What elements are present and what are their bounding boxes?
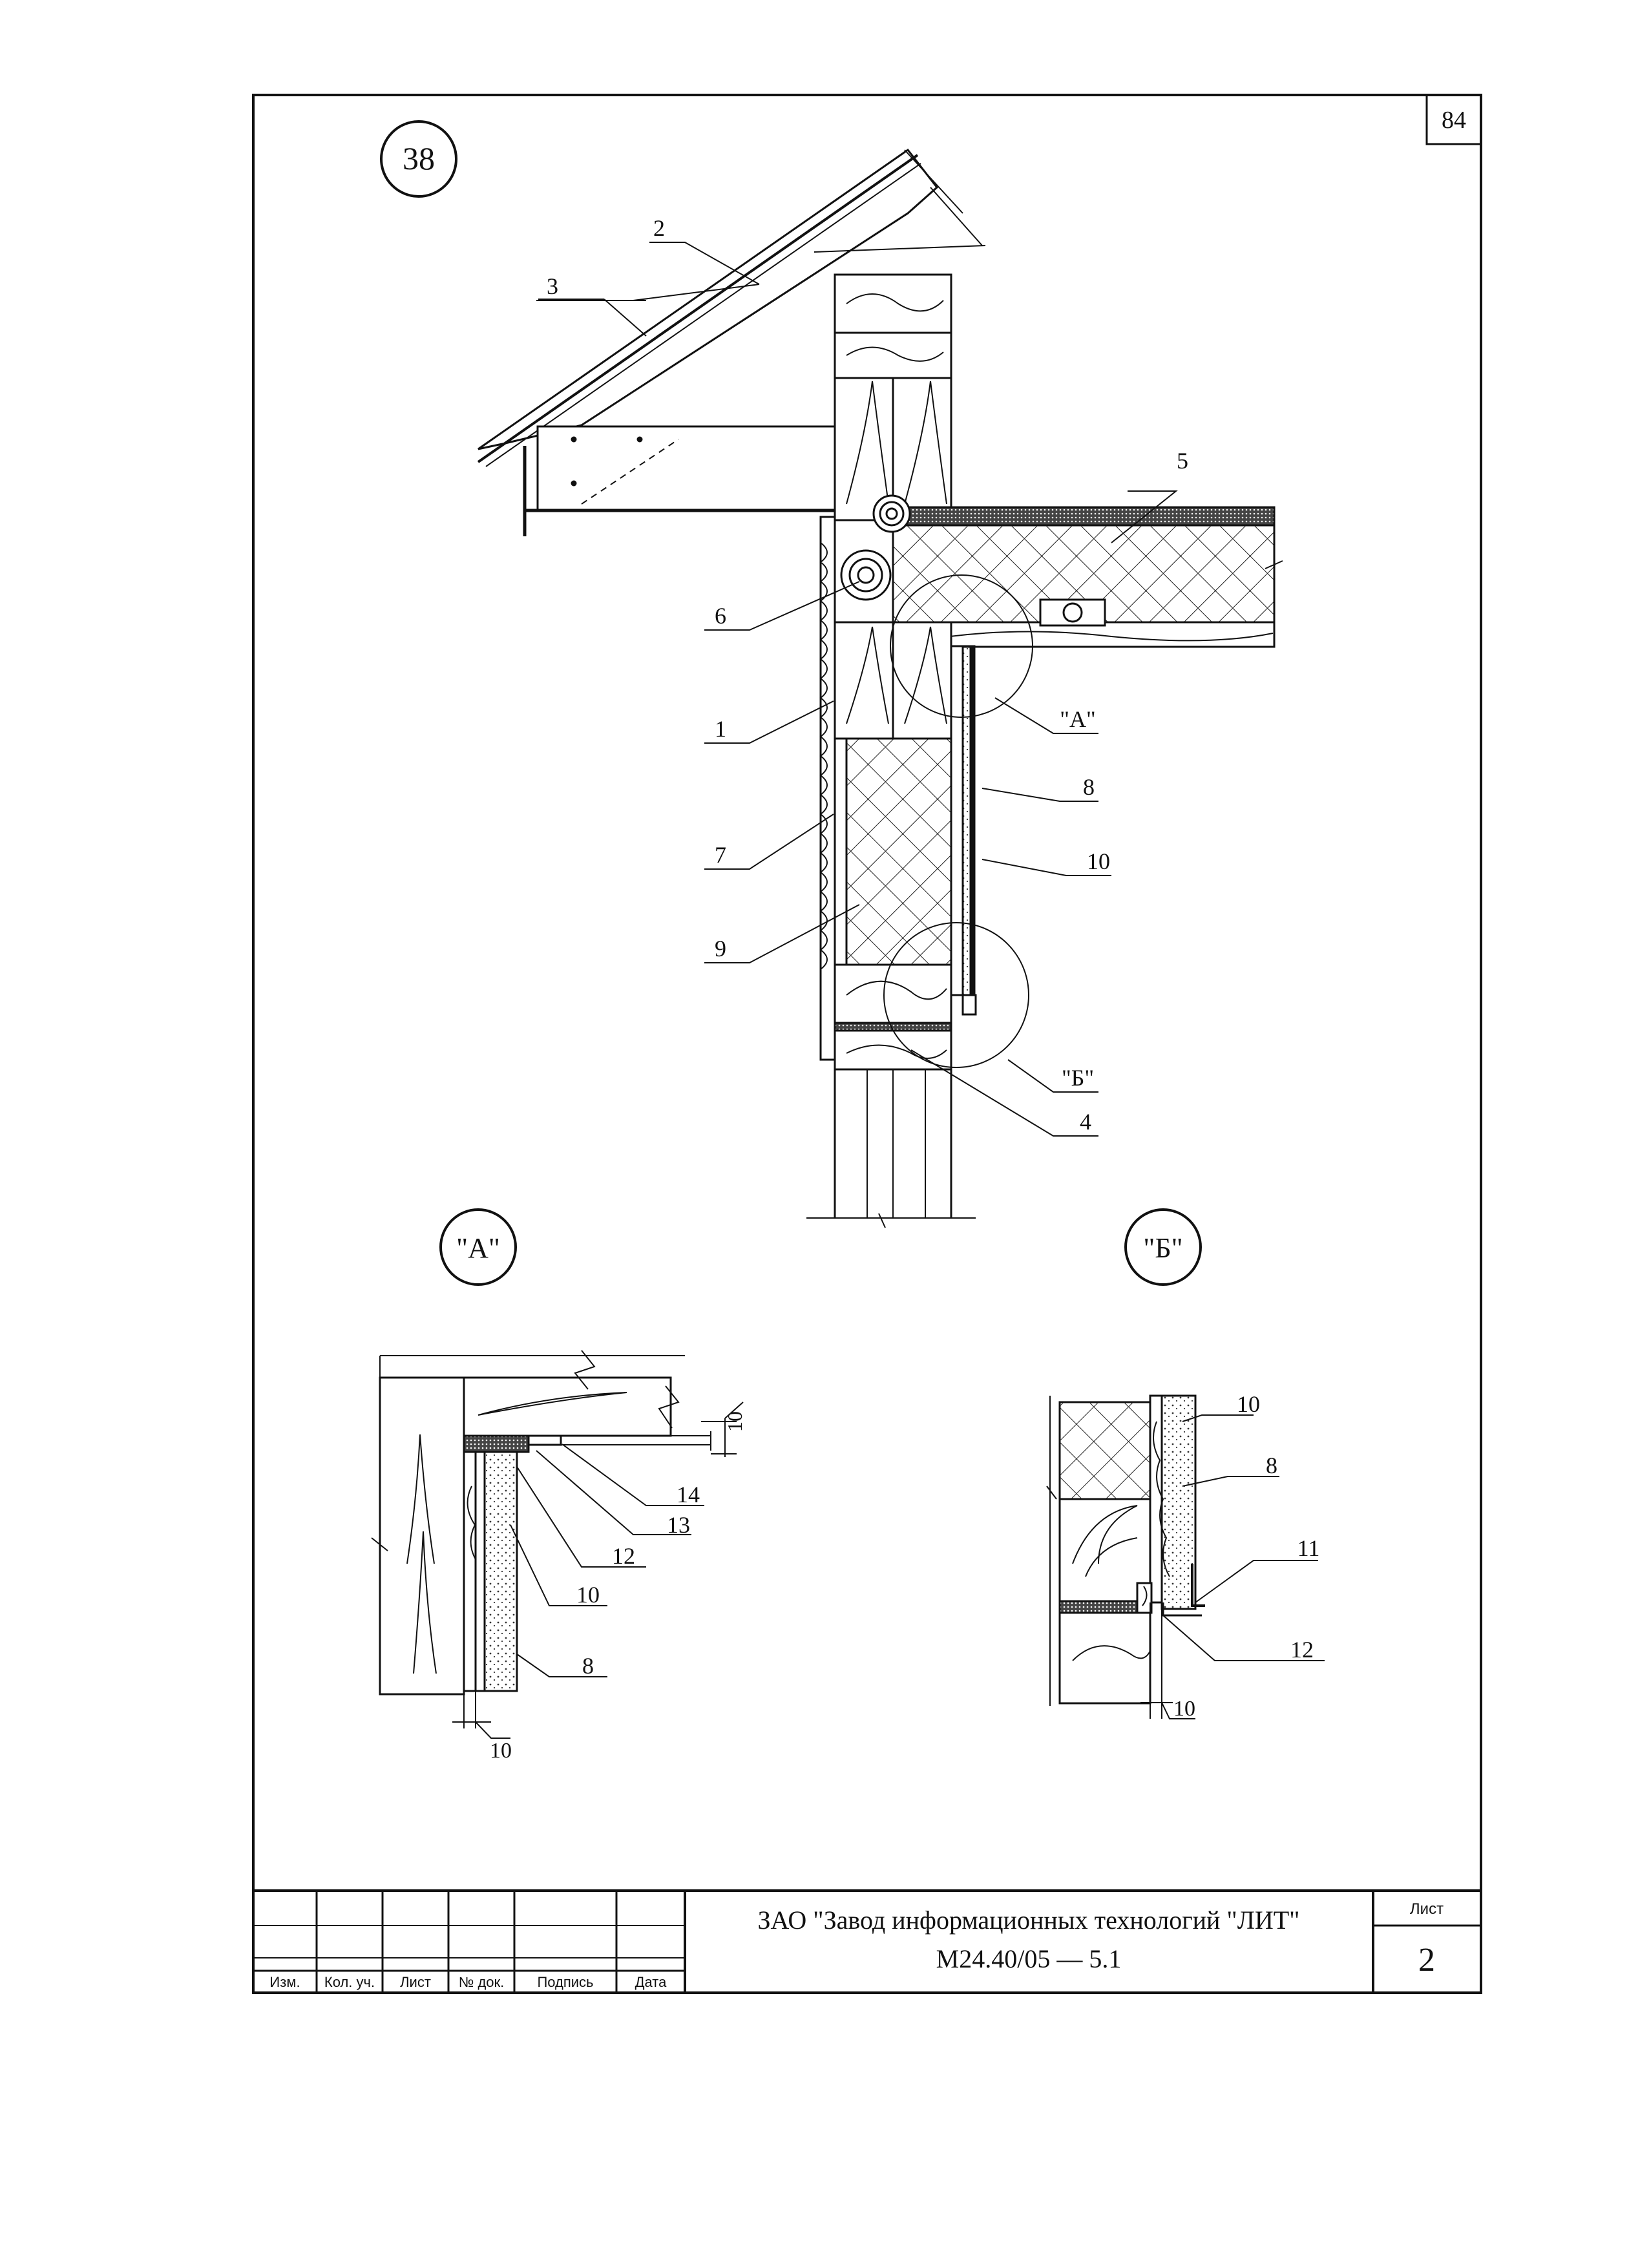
detail-b-label-10: 10 [1237,1391,1260,1417]
organization-name: ЗАО "Завод информационных технологий "ЛИ… [757,1906,1299,1935]
callout-5: 5 [1177,448,1188,474]
interior-lining [950,645,976,996]
document-code: М24.40/05 — 5.1 [936,1944,1122,1973]
detail-a: "А" [371,1208,746,1763]
callout-detB: "Б" [1062,1065,1094,1091]
lower-logs [806,963,977,1228]
exterior-siding [819,516,836,1061]
detail-a-label-14: 14 [677,1482,700,1507]
detail-a-dim-bottom: 10 [490,1739,512,1763]
detail-a-dim-top: 10 [723,1411,746,1432]
col-signature: Подпись [537,1974,593,1990]
detail-a-circle [890,574,1033,718]
sheet-label: Лист [1410,1900,1444,1918]
callout-9: 9 [715,936,726,961]
detail-b-label-11: 11 [1297,1535,1320,1561]
eave-box [523,425,836,536]
detail-a-label-10: 10 [576,1582,600,1608]
sheet-number: 2 [1418,1942,1435,1979]
callout-1: 1 [715,716,726,742]
detail-a-label-12: 12 [612,1543,635,1569]
callout-10: 10 [1087,848,1110,874]
col-izm: Изм. [269,1974,300,1990]
page-number: 84 [1442,107,1466,134]
callout-8: 8 [1083,774,1095,800]
detail-b-label-8: 8 [1266,1453,1277,1478]
main-callouts: 2 3 5 6 1 "А" 8 7 10 9 "Б" 4 [547,215,1188,1135]
insulation-block [835,737,952,966]
main-section [477,148,1283,1228]
col-list: Лист [400,1974,431,1990]
col-doc: № док. [459,1974,505,1990]
callout-3: 3 [547,273,558,299]
log-ends [840,494,911,601]
detail-a-label-8: 8 [582,1653,594,1679]
middle-logs [834,621,952,740]
callout-6: 6 [715,603,726,629]
detail-b-dim-bottom: 10 [1173,1697,1195,1721]
detail-b: "Б" [1046,1208,1325,1721]
detail-a-title: "А" [456,1232,500,1264]
detail-a-label-13: 13 [667,1512,690,1538]
callout-7: 7 [715,842,726,868]
detail-b-title: "Б" [1143,1232,1182,1264]
callout-detA: "А" [1060,706,1095,732]
drawing-number-badge: 38 [380,120,457,198]
col-date: Дата [635,1974,667,1990]
title-block [253,1889,1481,1993]
leader-lines [536,242,1178,1137]
callout-4: 4 [1080,1109,1091,1135]
detail-b-circle [883,922,1029,1068]
upper-wall-logs [834,273,952,521]
callout-2: 2 [653,215,665,241]
sheet-frame [252,94,1482,1994]
title-block-columns: Изм. Кол. уч. Лист № док. Подпись Дата [269,1974,667,1990]
drawing-number: 38 [403,140,435,176]
col-kol-uch: Кол. уч. [324,1974,375,1990]
roof-rafter [477,148,986,467]
floor-slab [892,506,1283,648]
detail-b-label-12: 12 [1290,1637,1314,1663]
